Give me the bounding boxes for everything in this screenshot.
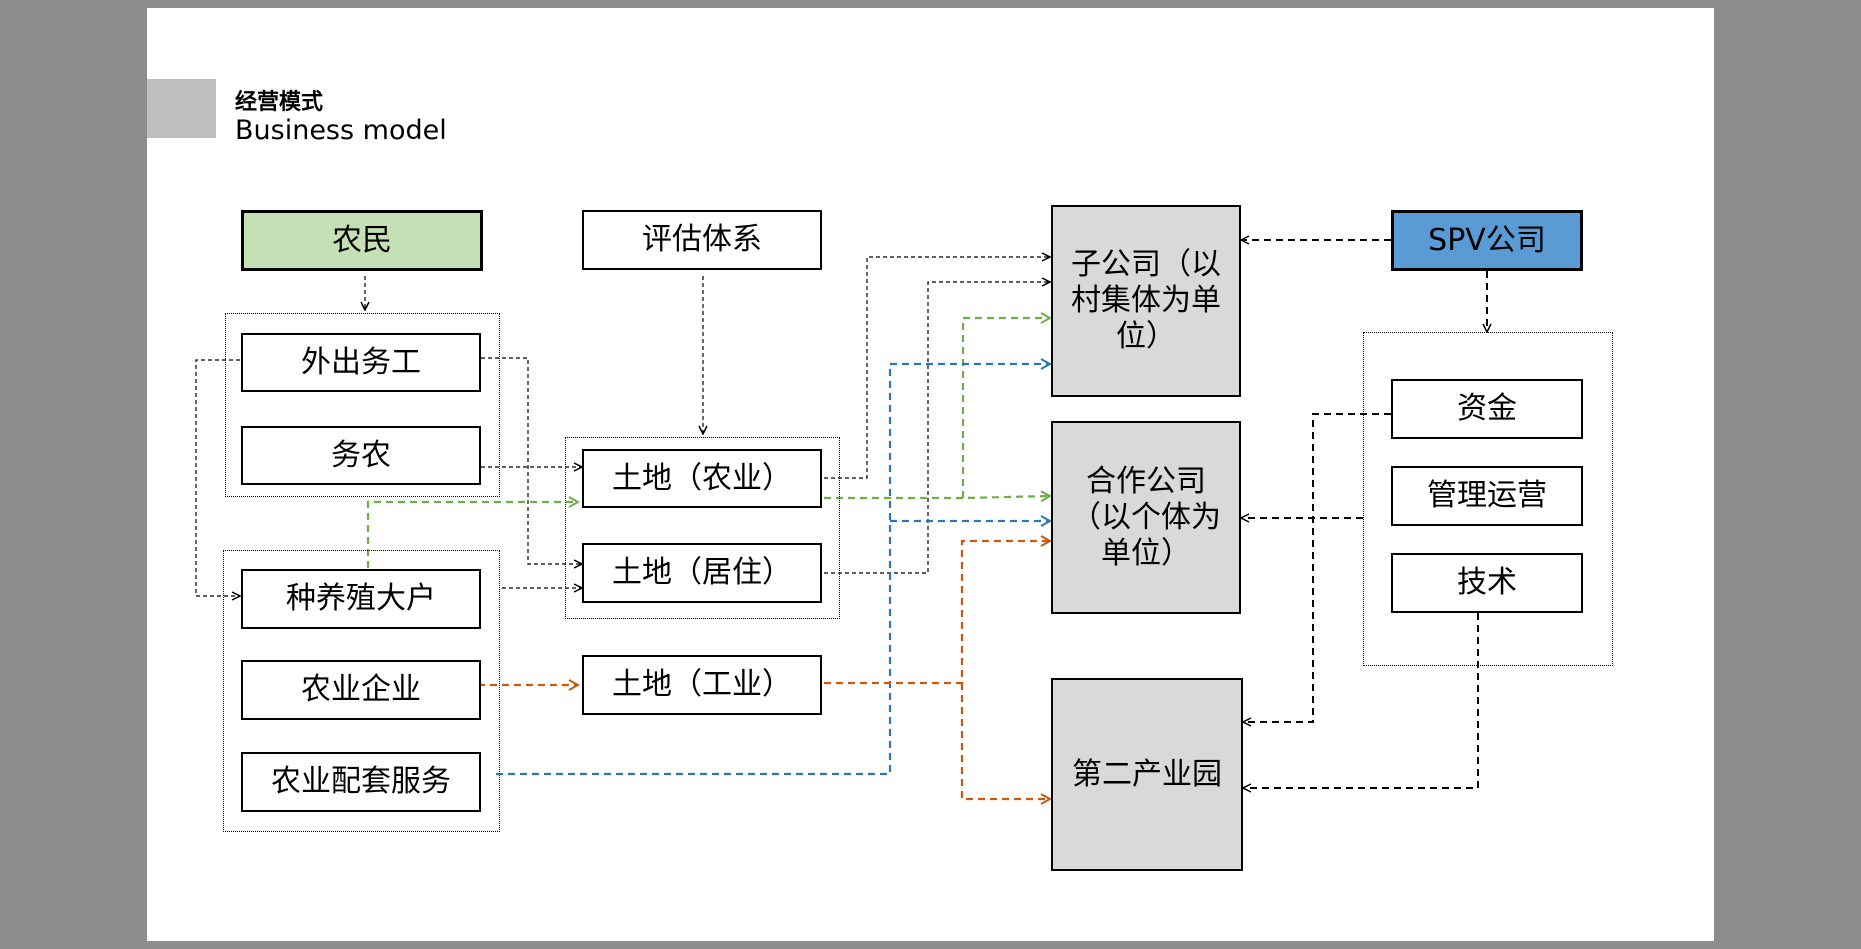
node-land-industrial[interactable]: 土地（工业） xyxy=(582,655,822,715)
node-management[interactable]: 管理运营 xyxy=(1391,466,1583,526)
spv-resources-group xyxy=(1363,332,1613,666)
node-agri-services[interactable]: 农业配套服务 xyxy=(241,752,481,812)
page-subtitle: Business model xyxy=(235,115,447,146)
node-land-residential[interactable]: 土地（居住） xyxy=(582,543,822,603)
node-cooperative-company[interactable]: 合作公司（以个体为单位） xyxy=(1051,421,1241,614)
connector-land-agri-to-subsidiary-green xyxy=(961,318,1050,498)
title-accent-bar xyxy=(147,79,216,138)
slide: 经营模式 Business model xyxy=(147,8,1714,941)
connector-growers-to-land-agri xyxy=(366,502,578,568)
node-industrial-park[interactable]: 第二产业园 xyxy=(1051,678,1243,871)
node-large-growers[interactable]: 种养殖大户 xyxy=(241,569,481,629)
node-technology[interactable]: 技术 xyxy=(1391,553,1583,613)
connector-land-res-to-subsidiary xyxy=(824,282,1050,574)
connector-land-agri-to-coop xyxy=(824,496,1050,498)
node-agri-enterprise[interactable]: 农业企业 xyxy=(241,660,481,720)
node-capital[interactable]: 资金 xyxy=(1391,379,1583,439)
connector-land-ind-to-coop xyxy=(824,541,1050,685)
node-subsidiary[interactable]: 子公司（以村集体为单位） xyxy=(1051,205,1241,397)
producer-group xyxy=(223,550,500,832)
node-evaluation-system[interactable]: 评估体系 xyxy=(582,210,822,270)
land-group xyxy=(565,437,840,619)
connector-migrant-to-residential xyxy=(481,357,582,564)
node-spv-company[interactable]: SPV公司 xyxy=(1391,210,1583,271)
connector-land-ind-to-park xyxy=(960,683,1050,799)
node-farming[interactable]: 务农 xyxy=(241,426,481,485)
connector-technology-to-park xyxy=(1243,613,1479,788)
node-migrant-work[interactable]: 外出务工 xyxy=(241,333,481,392)
page-title: 经营模式 xyxy=(235,90,324,115)
connector-services-to-subsidiary xyxy=(496,364,1050,776)
connector-capital-to-park xyxy=(1243,413,1391,722)
connector-land-agri-to-subsidiary xyxy=(824,257,1050,479)
connector-layer xyxy=(195,8,1714,941)
node-farmer[interactable]: 农民 xyxy=(241,210,483,271)
farmer-activity-group xyxy=(225,313,500,497)
connector-migrant-loop xyxy=(195,359,240,596)
node-land-agriculture[interactable]: 土地（农业） xyxy=(582,449,822,508)
